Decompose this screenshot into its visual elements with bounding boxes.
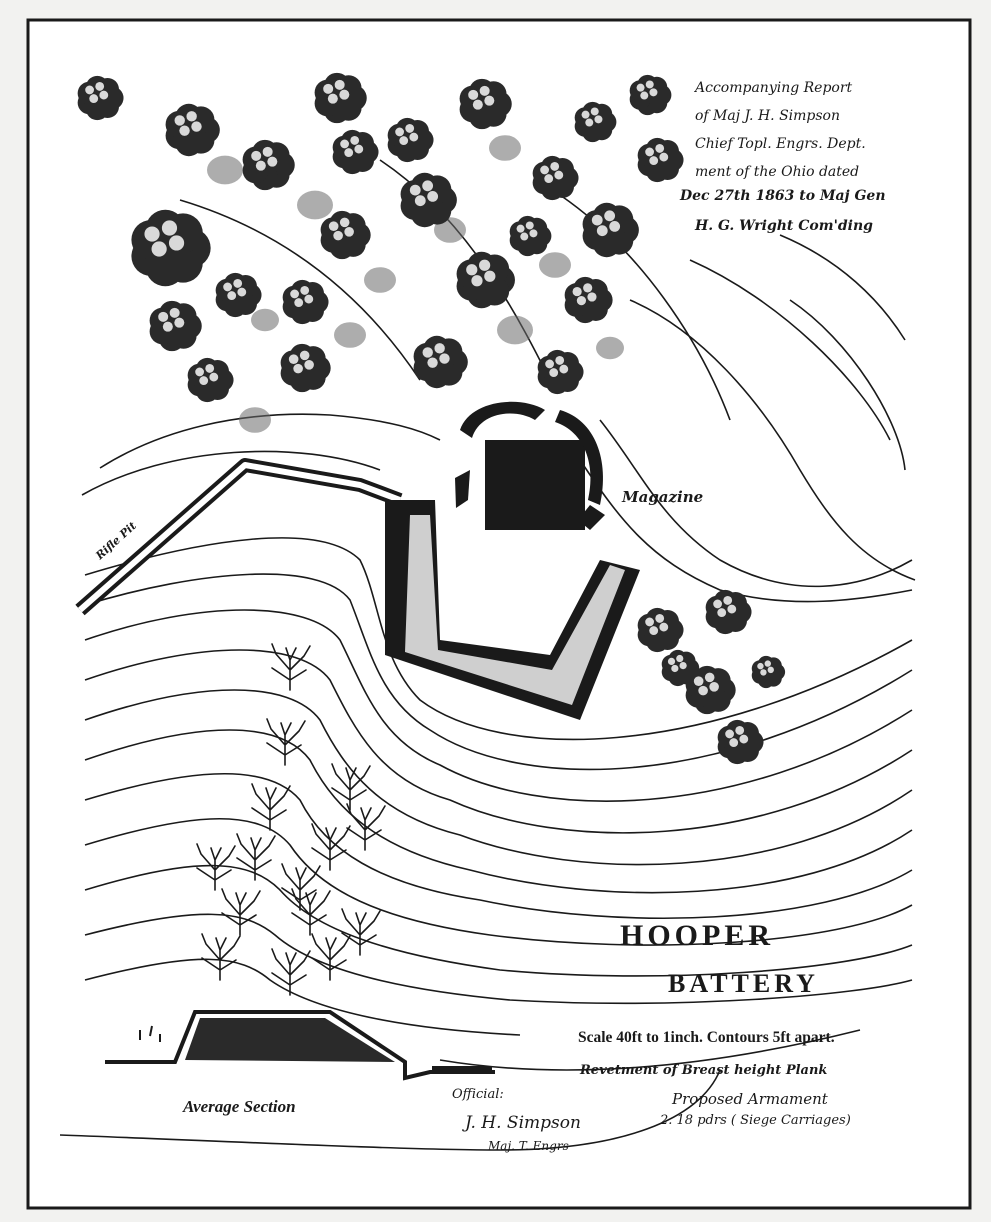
brush-shrub (291, 888, 331, 936)
tree-shadow (364, 267, 396, 293)
tree (532, 155, 579, 201)
brush-group (196, 643, 386, 996)
tree-shadow (207, 155, 243, 185)
brush-shrub (196, 843, 236, 891)
tree (332, 129, 379, 175)
scale-note: Scale 40ft to 1inch. Contours 5ft apart. (578, 1029, 835, 1046)
tree (413, 335, 468, 389)
report-note-line: of Maj J. H. Simpson (695, 108, 840, 124)
tree (574, 101, 617, 143)
report-note: Accompanying Report of Maj J. H. Simpson… (679, 80, 886, 234)
average-section-profile (105, 1010, 495, 1081)
report-note-line: H. G. Wright Com'ding (694, 218, 873, 234)
tree (314, 72, 367, 124)
tree-shadow (239, 407, 271, 433)
tree-group (77, 72, 786, 765)
tree (320, 210, 371, 260)
revetment-note: Revetment of Breast height Plank (579, 1063, 827, 1078)
tree (459, 78, 512, 130)
report-note-line: Accompanying Report (693, 80, 853, 96)
tree (149, 300, 202, 352)
brush-shrub (311, 933, 351, 981)
tree (387, 117, 434, 163)
tree-shadow (539, 252, 571, 278)
tree (637, 607, 684, 653)
armament-line: 2. 18 pdrs ( Siege Carriages) (659, 1113, 851, 1128)
tree-shadow (297, 190, 333, 220)
tree (282, 279, 329, 325)
report-note-line: Chief Topl. Engrs. Dept. (695, 136, 866, 152)
tree (629, 74, 672, 116)
tree (705, 589, 752, 635)
official-signature: J. H. Simpson (462, 1113, 581, 1133)
brush-shrub (346, 803, 386, 851)
tree (131, 209, 211, 287)
tree (77, 75, 124, 121)
brush-shrub (271, 643, 311, 691)
magazine-label: Magazine (621, 488, 703, 506)
tree (509, 215, 552, 257)
brush-shrub (311, 823, 351, 871)
brush-shrub (221, 888, 261, 936)
tree (637, 137, 684, 183)
brush-shrub (271, 948, 311, 996)
magazine (455, 401, 605, 530)
brush-shrub (266, 718, 306, 766)
tree (564, 276, 613, 324)
tree (400, 172, 457, 228)
tree-shadow (497, 315, 533, 345)
tree (751, 655, 786, 689)
tree (280, 343, 331, 393)
tree-shadow (596, 336, 624, 360)
tree (537, 349, 584, 395)
tree (456, 251, 515, 309)
tree-shadow (489, 135, 521, 161)
tree-shadow (251, 308, 279, 332)
brush-shrub (201, 933, 241, 981)
rifle-pit (75, 458, 403, 616)
brush-shrub (331, 763, 371, 811)
tree (215, 272, 262, 318)
title-line-1: HOOPER (620, 919, 774, 952)
official-rank: Maj. T. Engrs (487, 1139, 569, 1153)
brush-shrub (236, 833, 276, 881)
tree (582, 202, 639, 258)
tree (187, 357, 234, 403)
brush-shrub (341, 908, 381, 956)
tree (685, 665, 736, 715)
tree-shadow (334, 322, 366, 348)
armament-heading: Proposed Armament (671, 1090, 829, 1108)
tree (717, 719, 764, 765)
battery-parapet (385, 500, 640, 720)
tree (242, 139, 295, 191)
report-note-line: Dec 27th 1863 to Maj Gen (679, 188, 886, 204)
brush-shrub (251, 783, 291, 831)
official-prefix: Official: (452, 1087, 504, 1102)
report-note-line: ment of the Ohio dated (695, 164, 859, 180)
title-line-2: BATTERY (668, 969, 819, 998)
average-section-label: Average Section (182, 1097, 296, 1116)
tree (165, 103, 220, 157)
brush-shrub (281, 863, 321, 911)
